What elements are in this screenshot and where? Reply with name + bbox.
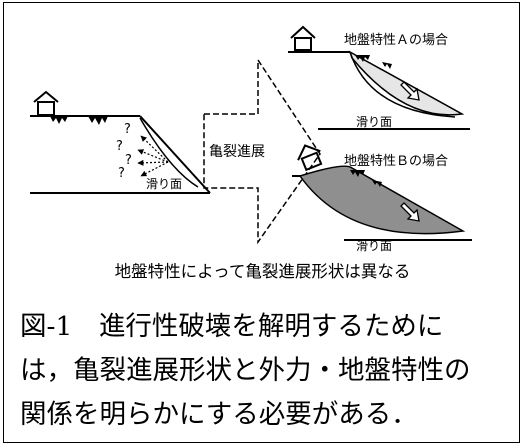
case-b-slip-surface-label: 滑り面 (356, 239, 392, 253)
slope-face-line (139, 115, 211, 194)
case-b-sliding-mass (298, 165, 466, 235)
case-a-title: 地盤特性Ａの場合 (344, 33, 448, 48)
case-a-movement-arrow (400, 81, 420, 101)
case-a-panel: 地盤特性Ａの場合 滑り面 (288, 25, 470, 130)
case-b-movement-arrow (400, 202, 420, 222)
tension-crack-marks (50, 116, 108, 125)
case-a-slip-surface-label: 滑り面 (356, 115, 392, 129)
tension-crack-marks (350, 170, 382, 187)
caption-line: は，亀裂進展形状と外力・地盤特性の (20, 355, 471, 386)
house-icon (33, 90, 59, 116)
crack-unknown-mark: ? (124, 122, 131, 137)
figure-caption: 図-1 進行性破壊を解明するために は，亀裂進展形状と外力・地盤特性の 関係を明… (20, 305, 520, 437)
tilted-house-icon (297, 144, 323, 172)
crack-unknown-mark: ? (118, 166, 125, 181)
left-slope-panel: ? ? ? ? 滑り面 (30, 90, 211, 194)
crack-unknown-mark: ? (125, 153, 132, 168)
conclusion-text: 地盤特性によって亀裂進展形状は異なる (114, 262, 411, 281)
figure-frame (3, 2, 520, 443)
slope-failure-diagram: ? ? ? ? 滑り面 亀裂進展 地盤特性Ａの場合 滑り面 地盤特性Ｂの (30, 25, 472, 253)
left-slip-surface-label: 滑り面 (146, 177, 182, 191)
case-b-title: 地盤特性Ｂの場合 (344, 154, 448, 169)
crack-progression-label: 亀裂進展 (209, 144, 265, 160)
crack-propagation-arrows (137, 135, 169, 177)
crack-progression-arrow: 亀裂進展 (203, 57, 321, 245)
caption-line: 関係を明らかにする必要がある． (20, 399, 418, 430)
tension-crack-marks (355, 55, 392, 69)
case-a-slip-surface (349, 51, 456, 118)
case-b-panel: 地盤特性Ｂの場合 滑り面 (292, 144, 472, 253)
crack-unknown-mark: ? (116, 139, 123, 154)
caption-line: 図-1 進行性破壊を解明するために (20, 311, 444, 342)
house-icon (290, 25, 316, 51)
left-slip-surface (139, 117, 199, 188)
